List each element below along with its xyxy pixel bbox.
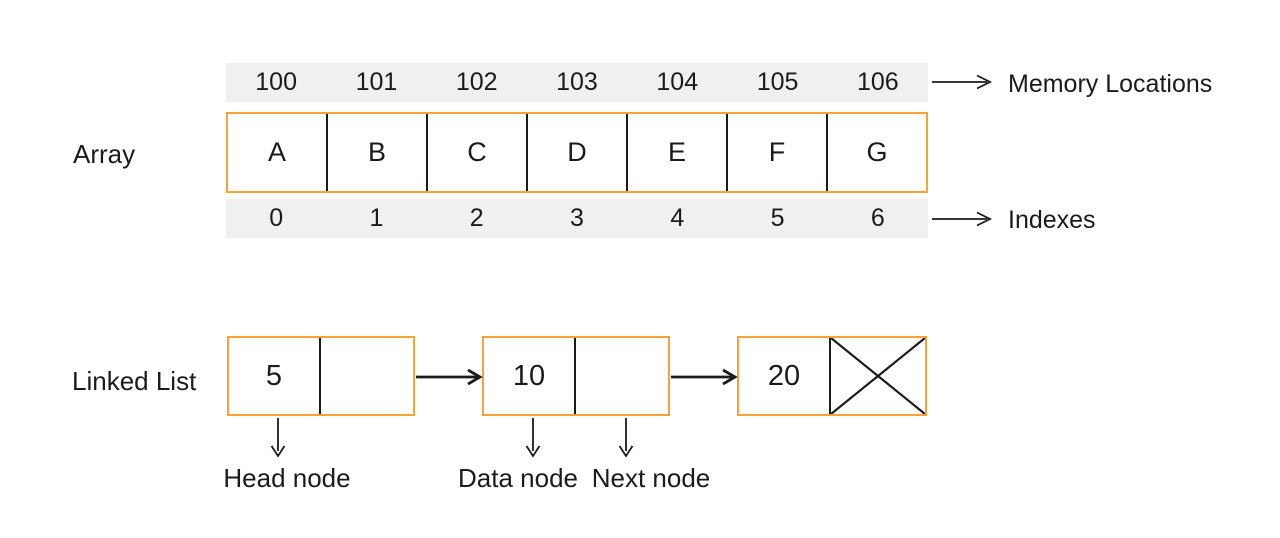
memory-location-cell: 104 bbox=[656, 68, 699, 96]
data-node-label: Data node bbox=[458, 463, 578, 493]
linked-list-node-2: 10 bbox=[482, 336, 670, 416]
null-pointer-icon bbox=[831, 338, 925, 414]
linked-list-section-label: Linked List bbox=[72, 366, 197, 396]
node-2-pointer-field bbox=[576, 338, 668, 414]
node2-to-node3-arrow-icon bbox=[671, 368, 738, 386]
memory-location-cell: 105 bbox=[756, 68, 799, 96]
memory-location-cell: 106 bbox=[856, 68, 899, 96]
index-cell: 0 bbox=[269, 204, 284, 232]
next-node-label: Next node bbox=[591, 463, 711, 493]
memory-location-cell: 101 bbox=[355, 68, 398, 96]
node1-to-node2-arrow-icon bbox=[416, 368, 483, 386]
array-element-cell: E bbox=[628, 114, 728, 191]
linked-list-node-1: 5 bbox=[227, 336, 415, 416]
indexes-row: 0 1 2 3 4 5 6 bbox=[226, 199, 928, 238]
node-3-pointer-field bbox=[831, 338, 925, 414]
data-node-down-arrow-icon bbox=[525, 418, 541, 458]
memory-location-cell: 100 bbox=[255, 68, 297, 96]
next-node-down-arrow-icon bbox=[618, 418, 634, 458]
linked-list-node-3: 20 bbox=[737, 336, 927, 416]
index-cell: 2 bbox=[469, 204, 484, 232]
array-element-cell: G bbox=[866, 137, 888, 167]
array-element-cell: D bbox=[528, 114, 628, 191]
memory-locations-label: Memory Locations bbox=[1008, 70, 1213, 98]
memory-location-cell: 103 bbox=[556, 68, 598, 96]
array-section-label: Array bbox=[73, 139, 136, 169]
array-element-cell: A bbox=[228, 114, 328, 191]
index-cell: 5 bbox=[770, 204, 785, 232]
memory-locations-arrow-icon bbox=[932, 74, 993, 90]
memory-location-cell: 102 bbox=[455, 68, 498, 96]
head-node-label: Head node bbox=[223, 463, 351, 493]
index-cell: 1 bbox=[369, 204, 384, 232]
head-node-down-arrow-icon bbox=[270, 418, 286, 458]
array-element-cell: B bbox=[328, 114, 428, 191]
array-element-cell: C bbox=[428, 114, 528, 191]
node-1-pointer-field bbox=[321, 338, 413, 414]
memory-locations-row: 100 101 102 103 104 105 106 bbox=[226, 63, 928, 102]
index-cell: 6 bbox=[870, 204, 885, 232]
node-1-data-field: 5 bbox=[229, 338, 321, 414]
indexes-label: Indexes bbox=[1008, 206, 1096, 234]
index-cell: 4 bbox=[670, 204, 685, 232]
array-element-cell: F bbox=[728, 114, 828, 191]
node-3-data-field: 20 bbox=[739, 338, 831, 414]
index-cell: 3 bbox=[570, 204, 584, 232]
node-2-data-field: 10 bbox=[484, 338, 576, 414]
indexes-arrow-icon bbox=[932, 211, 993, 227]
